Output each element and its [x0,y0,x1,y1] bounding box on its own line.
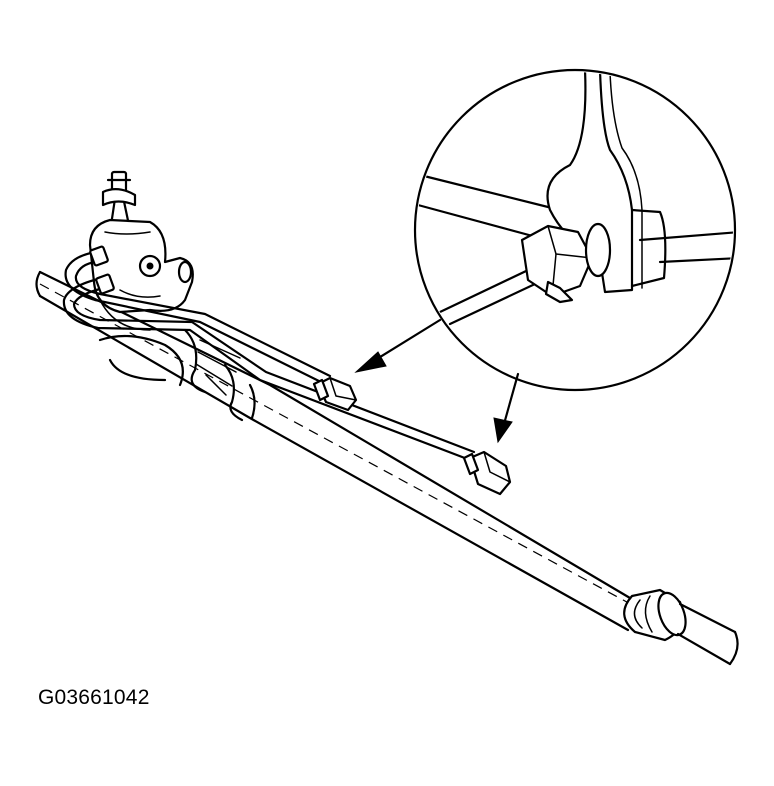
detail-circle [413,68,737,392]
line-fitting-nut-lower [462,450,512,496]
fluid-line-upper [64,250,332,386]
mounting-bracket [98,334,184,387]
pointer-arrow-lower [493,372,520,444]
rack-end-collar [623,588,687,642]
line-fitting-valve [89,245,115,295]
output-shaft [676,602,739,666]
fluid-line-lower [62,276,476,462]
valve-housing [88,218,194,331]
line-fitting-nut-upper [312,376,358,412]
pointer-arrow-upper [354,318,442,373]
figure-id-label: G03661042 [38,686,150,709]
